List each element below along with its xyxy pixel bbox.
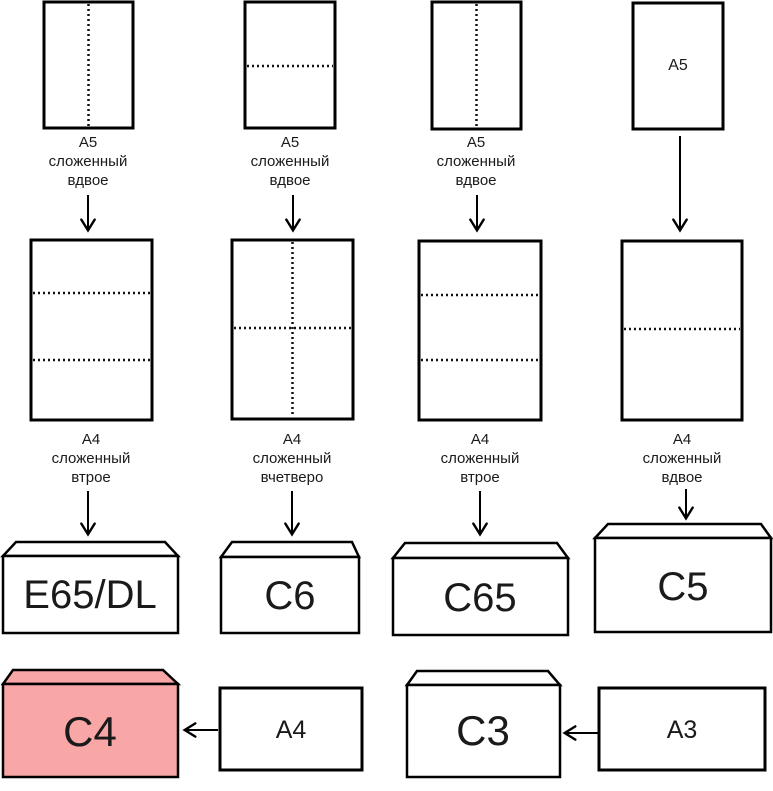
a4-sheet-3 xyxy=(417,239,543,422)
caption-a5-3-line3: вдвое xyxy=(455,172,496,189)
a4-sheet-bottom-label: A4 xyxy=(276,716,307,744)
a4-sheet-2 xyxy=(230,238,355,421)
caption-a5-3-line2: сложенный xyxy=(437,153,516,170)
envelope-c3-flap xyxy=(404,669,563,687)
a5-sheet-4 xyxy=(631,1,725,131)
caption-a5-1-line1: A5 xyxy=(79,134,97,151)
a4-sheet-bottom xyxy=(218,686,364,772)
caption-a4-2-line2: сложенный xyxy=(253,450,332,467)
caption-a4-2-line3: вчетверо xyxy=(261,469,324,486)
caption-a5-1-line3: вдвое xyxy=(67,172,108,189)
caption-a4-4-line3: вдвое xyxy=(661,469,702,486)
envelope-c4-flap xyxy=(0,668,182,686)
a5-sheet-4-label: A5 xyxy=(668,57,688,74)
caption-a5-3-line1: A5 xyxy=(467,134,485,151)
caption-a5-1-line2: сложенный xyxy=(49,153,128,170)
envelope-e65dl-body xyxy=(1,554,180,635)
a5-sheet-2 xyxy=(243,0,337,130)
caption-a4-3-line3: втрое xyxy=(460,469,500,486)
envelope-c6-body xyxy=(219,555,361,635)
envelope-c6-label: C6 xyxy=(264,574,315,618)
caption-a5-2-line3: вдвое xyxy=(269,172,310,189)
a3-sheet-bottom xyxy=(597,686,767,772)
a4-sheet-1 xyxy=(29,238,154,422)
envelope-e65dl-label: E65/DL xyxy=(23,573,156,617)
caption-a4-1-line1: A4 xyxy=(82,431,100,448)
caption-a4-4-line1: A4 xyxy=(673,431,691,448)
envelope-c4-body xyxy=(1,682,180,779)
caption-a4-1-line2: сложенный xyxy=(52,450,131,467)
caption-a5-2-line1: A5 xyxy=(281,134,299,151)
envelope-c6-flap xyxy=(218,540,361,559)
envelope-c5-label: C5 xyxy=(657,565,708,609)
caption-a4-3-line2: сложенный xyxy=(441,450,520,467)
caption-a5-2-line2: сложенный xyxy=(251,153,330,170)
envelope-c5-flap xyxy=(592,522,773,540)
envelope-c65-label: C65 xyxy=(443,576,516,620)
envelope-c3-label: C3 xyxy=(456,707,510,754)
envelope-c5-body xyxy=(593,536,773,634)
caption-a4-4-line2: сложенный xyxy=(643,450,722,467)
envelope-c65-body xyxy=(391,556,570,637)
a4-sheet-4 xyxy=(620,239,744,422)
envelope-e65dl-flap xyxy=(0,540,181,558)
caption-a4-2-line1: A4 xyxy=(283,431,301,448)
caption-a4-1-line3: втрое xyxy=(71,469,111,486)
envelope-c65-flap xyxy=(390,541,571,560)
envelope-c4-label: C4 xyxy=(63,708,117,755)
a3-sheet-bottom-label: A3 xyxy=(667,716,698,744)
envelope-c3-body xyxy=(405,683,562,779)
caption-a4-3-line1: A4 xyxy=(471,431,489,448)
